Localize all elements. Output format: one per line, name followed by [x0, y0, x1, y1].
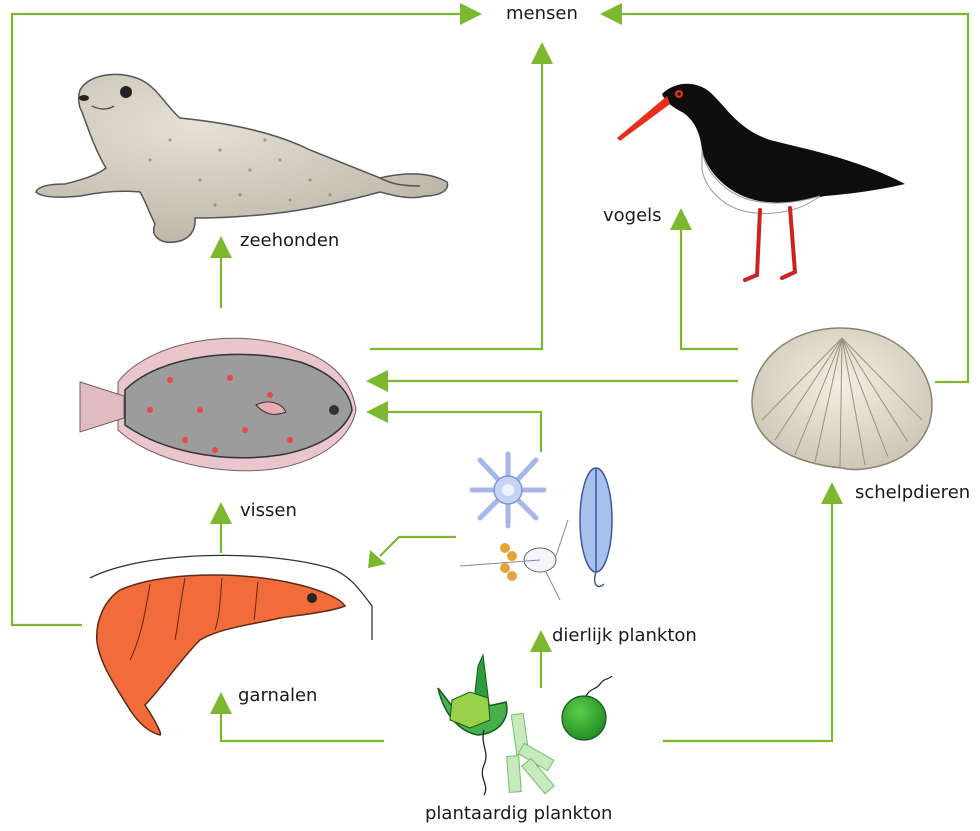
arrowhead-vissen-plankton — [366, 401, 388, 423]
shell-illustration — [751, 327, 933, 471]
label-schelpdieren: schelpdieren — [855, 482, 971, 503]
label-mensen: mensen — [506, 3, 578, 24]
seal-illustration — [35, 73, 449, 244]
label-plantaardig-plankton: plantaardig plankton — [425, 803, 613, 824]
arrows — [10, 12, 970, 743]
arrowhead-mensen-left — [460, 3, 482, 25]
arrowhead-vissen-main — [366, 370, 388, 392]
arrowhead-garnalen-from-dierlijk — [368, 550, 386, 568]
arrow-plant-to-garnalen — [219, 712, 384, 743]
phytoplankton-illustration — [437, 653, 613, 796]
copepod — [459, 519, 569, 601]
arrow-worm — [579, 467, 613, 588]
arrow-vissen-to-mensen — [370, 62, 544, 351]
arrowhead-dierlijk — [530, 630, 552, 652]
arrowhead-mensen-center — [531, 42, 553, 64]
arrowhead-zeehonden — [210, 236, 232, 258]
arrow-plant-to-schelpdieren — [663, 502, 834, 743]
dinoflagellate — [437, 653, 508, 796]
arrowhead-schelpdieren — [821, 482, 843, 504]
diatom-chain — [506, 712, 555, 795]
arrowhead-garnalen — [210, 692, 232, 714]
arrowhead-mensen-right — [600, 3, 622, 25]
fish-illustration — [79, 337, 357, 472]
arrowhead-vogels — [670, 208, 692, 230]
shrimp-illustration — [89, 554, 373, 736]
arrow-dierlijk-to-vissen — [386, 410, 543, 452]
arrow-schelpdieren-to-vogels — [679, 226, 738, 351]
arrow-schelpdieren-to-mensen — [620, 12, 970, 384]
label-vissen: vissen — [240, 500, 297, 521]
arrow-dierlijk-to-garnalen — [379, 535, 456, 557]
bird-illustration — [617, 83, 905, 282]
label-dierlijk-plankton: dierlijk plankton — [552, 625, 697, 646]
label-vogels: vogels — [603, 205, 662, 226]
jellyfish-larva — [469, 451, 547, 529]
arrowhead-vissen-garnalen — [210, 502, 232, 524]
arrow-garnalen-to-mensen — [10, 12, 462, 627]
label-zeehonden: zeehonden — [240, 230, 340, 251]
arrowheads — [210, 3, 843, 714]
green-alga — [561, 675, 613, 741]
zooplankton-illustration — [459, 451, 613, 601]
label-garnalen: garnalen — [238, 685, 318, 706]
